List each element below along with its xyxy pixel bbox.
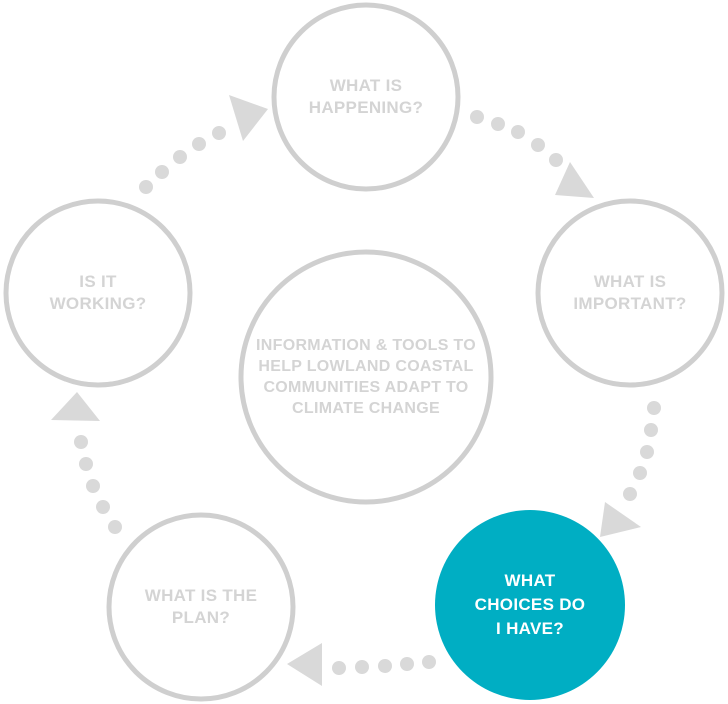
connector-dots-happening-important [470, 110, 563, 167]
arrowhead-to-choices [600, 502, 641, 537]
step-label-line: PLAN? [171, 608, 231, 627]
step-circle-choices[interactable] [435, 510, 625, 700]
step-label-line: WORKING? [49, 294, 147, 313]
step-label-line: IS IT [79, 272, 117, 291]
center-label-line: HELP LOWLAND COASTAL [258, 358, 474, 375]
connector-dots-important-choices [623, 401, 661, 501]
arrowhead-to-plan [287, 643, 322, 686]
center-label: INFORMATION & TOOLS TO HELP LOWLAND COAS… [241, 277, 491, 477]
step-label-line: CHOICES DO [474, 595, 586, 614]
connector-dots-choices-plan [332, 655, 436, 675]
step-label-plan[interactable]: WHAT IS THE PLAN? [121, 567, 281, 647]
center-label-line: COMMUNITIES ADAPT TO [263, 379, 469, 396]
step-label-important[interactable]: WHAT IS IMPORTANT? [550, 253, 710, 333]
step-label-working[interactable]: IS IT WORKING? [18, 253, 178, 333]
step-label-line: WHAT IS [593, 272, 667, 291]
center-label-line: INFORMATION & TOOLS TO [256, 337, 476, 354]
center-label-line: CLIMATE CHANGE [292, 400, 440, 417]
step-label-line: WHAT IS [329, 76, 403, 95]
arrowhead-to-working [51, 392, 100, 421]
arrowhead-to-important [555, 162, 594, 198]
step-label-choices[interactable]: WHAT CHOICES DO I HAVE? [450, 555, 610, 655]
center-circle [238, 249, 494, 505]
step-circle-happening[interactable] [271, 2, 461, 192]
arrowhead-to-happening [229, 95, 268, 141]
step-label-line: I HAVE? [496, 619, 564, 638]
step-circle-plan[interactable] [106, 512, 296, 702]
step-circle-important[interactable] [535, 198, 725, 388]
step-label-line: HAPPENING? [308, 98, 424, 117]
step-label-line: WHAT [504, 571, 556, 590]
step-label-line: WHAT IS THE [144, 586, 258, 605]
step-circle-working[interactable] [3, 198, 193, 388]
connector-dots-working-happening [139, 126, 226, 194]
connector-dots-plan-working [74, 435, 122, 534]
step-label-line: IMPORTANT? [573, 294, 687, 313]
step-label-happening[interactable]: WHAT IS HAPPENING? [286, 57, 446, 137]
